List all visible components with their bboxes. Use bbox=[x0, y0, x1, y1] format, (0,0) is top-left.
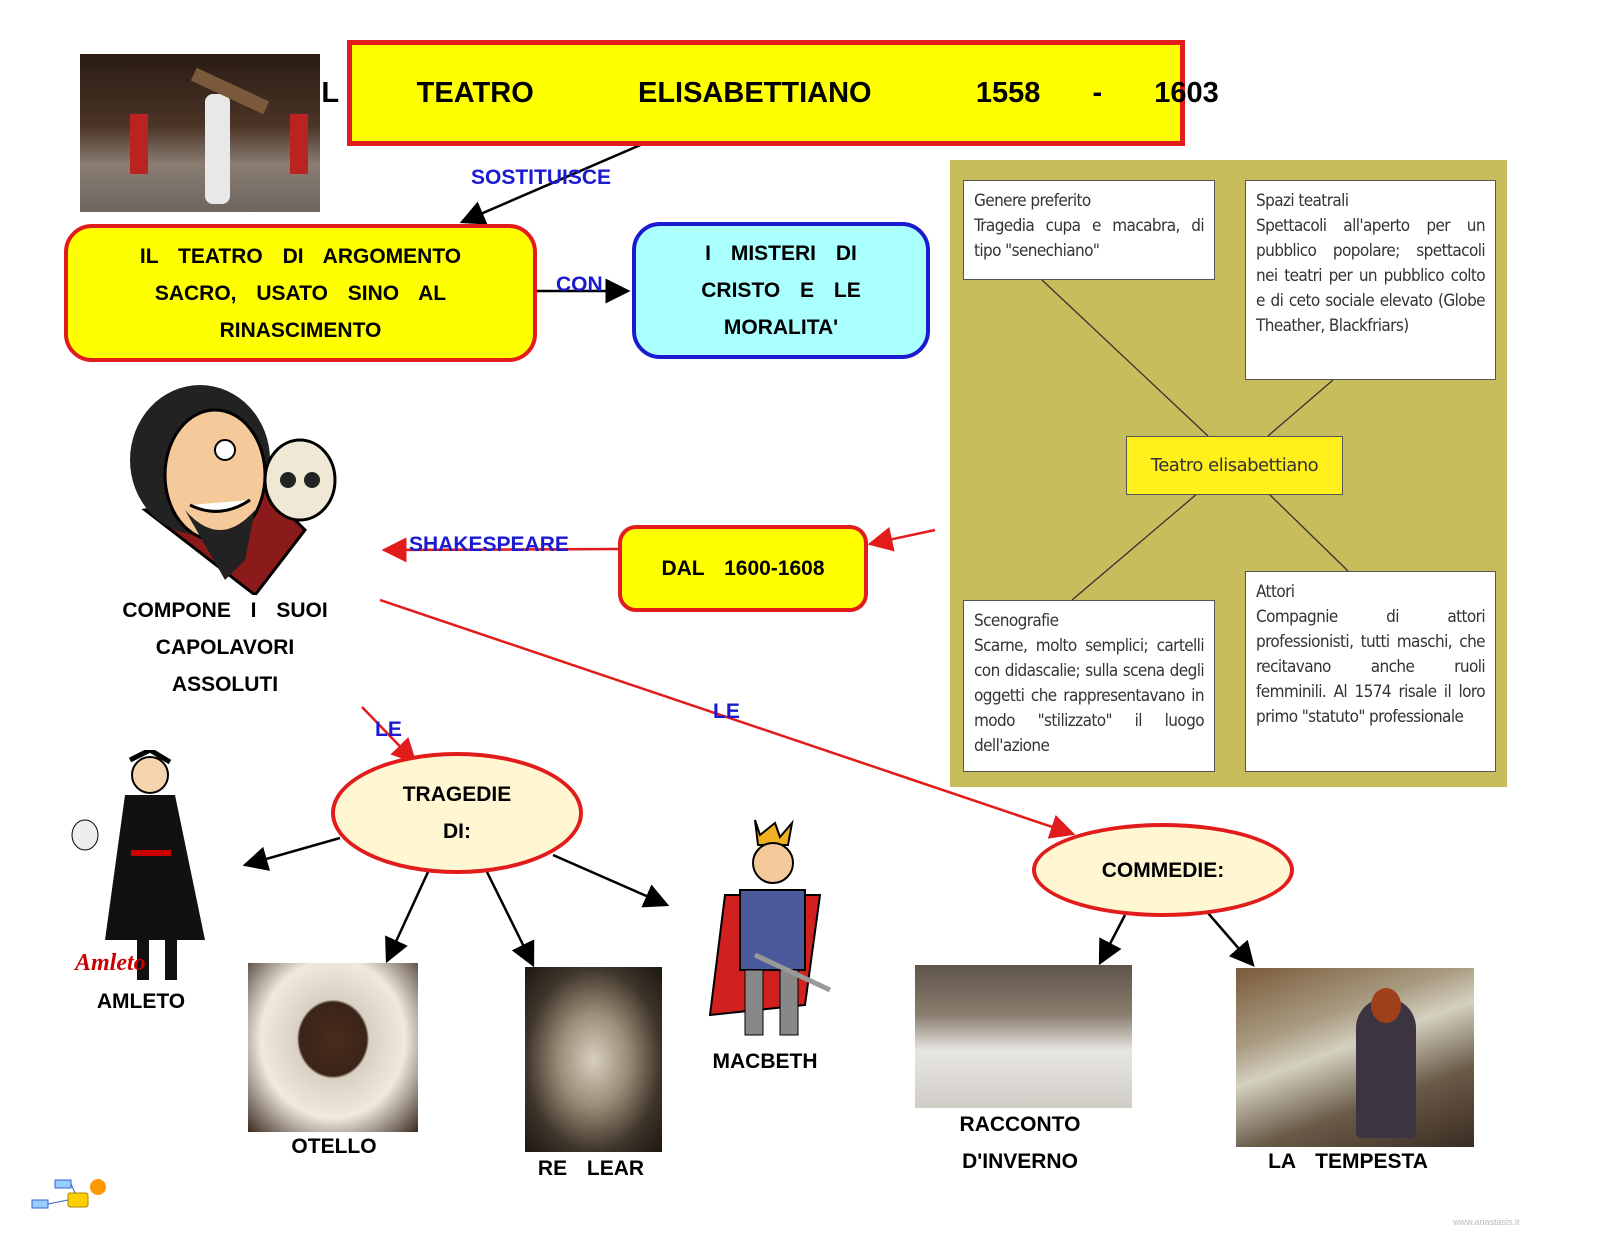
concept-map-logo bbox=[31, 1179, 106, 1209]
amleto-logo-text: Amleto bbox=[73, 950, 146, 976]
re-lear-image bbox=[525, 967, 662, 1152]
link-label-le-commedie: LE bbox=[713, 700, 740, 723]
arrow-otello bbox=[385, 871, 430, 964]
node-dal-1600-1608: DAL 1600-1608 bbox=[618, 525, 868, 612]
label-macbeth: MACBETH bbox=[712, 1050, 818, 1073]
arrow-sostituisce bbox=[459, 141, 646, 225]
shakespeare-cartoon bbox=[130, 385, 337, 595]
otello-image bbox=[248, 963, 418, 1132]
panel-center-node: Teatro elisabettiano bbox=[1126, 436, 1343, 495]
label-la-tempesta: LA TEMPESTA bbox=[1268, 1150, 1428, 1173]
label-racconto-dinverno: RACCONTO D'INVERNO bbox=[959, 1113, 1081, 1173]
arrow-racconto bbox=[1098, 914, 1127, 966]
arrow-relear bbox=[485, 871, 535, 968]
passion-play-photo bbox=[80, 54, 320, 212]
node-tragedie: TRAGEDIE DI: bbox=[331, 752, 583, 874]
arrow-tempesta bbox=[1207, 912, 1255, 967]
link-label-con: CON bbox=[556, 273, 603, 296]
macbeth-figure bbox=[708, 819, 832, 1036]
watermark: www.anastasis.it bbox=[1453, 1217, 1520, 1227]
arrow-shakespeare bbox=[381, 537, 619, 563]
node-commedie: COMMEDIE: bbox=[1032, 823, 1294, 917]
panel-connectors bbox=[1041, 279, 1349, 601]
la-tempesta-image bbox=[1236, 968, 1474, 1147]
arrow-panel-to-dal bbox=[867, 527, 936, 552]
node-compone: COMPONE I SUOI CAPOLAVORI ASSOLUTI bbox=[122, 599, 328, 696]
node-teatro-sacro: IL TEATRO DI ARGOMENTO SACRO, USATO SINO… bbox=[64, 224, 537, 362]
arrow-macbeth bbox=[552, 853, 670, 908]
page-title: IL TEATRO ELISABETTIANO 1558 - 1603 bbox=[313, 40, 1219, 146]
amleto-figure: Amleto bbox=[71, 750, 205, 980]
label-re-lear: RE LEAR bbox=[537, 1157, 645, 1180]
link-label-le-tragedie: LE bbox=[375, 718, 402, 741]
label-amleto: AMLETO bbox=[96, 990, 186, 1013]
label-otello: OTELLO bbox=[291, 1135, 377, 1158]
arrow-tragedie bbox=[361, 706, 417, 764]
racconto-dinverno-image bbox=[915, 965, 1132, 1108]
link-label-sostituisce: SOSTITUISCE bbox=[471, 166, 612, 189]
node-misteri: I MISTERI DI CRISTO E LE MORALITA' bbox=[632, 222, 930, 359]
link-label-shakespeare: SHAKESPEARE bbox=[409, 533, 569, 556]
arrow-amleto bbox=[242, 836, 341, 871]
arrow-commedie bbox=[379, 598, 1076, 839]
